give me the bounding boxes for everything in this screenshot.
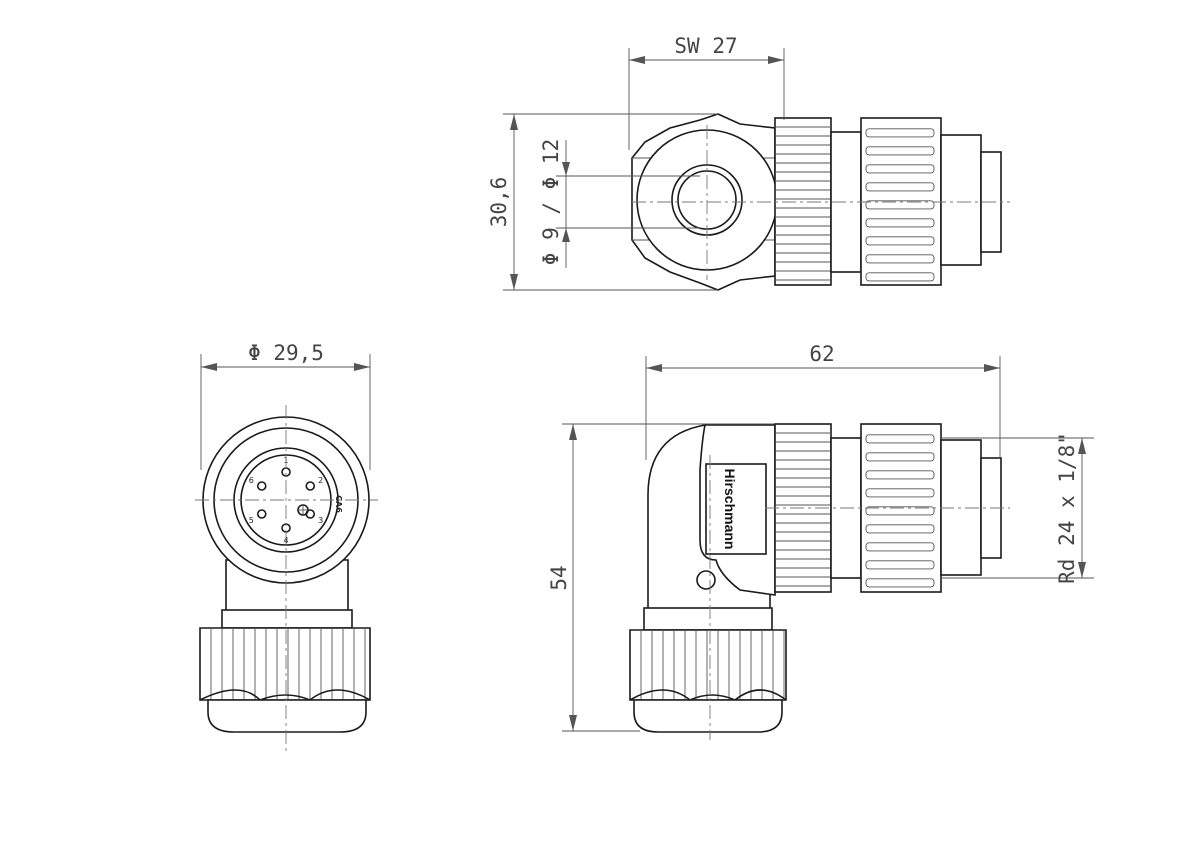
pin-number: 3 [318,516,323,525]
pin-number: 5 [249,516,254,525]
rib-slot [865,578,935,588]
side-view: Hirschmann 62 54 [547,342,1094,740]
rib-slot [865,434,935,444]
rib-slot [865,470,935,480]
front-knurled-nut [199,627,371,701]
dim-sw: SW 27 [674,34,737,58]
rib-slot [865,236,935,246]
rib-slot [865,488,935,498]
side-cable-cap [633,699,783,733]
rib-slot [865,164,935,174]
rib-slot [865,218,935,228]
rib-slot [865,146,935,156]
rib-slot [865,200,935,210]
pin-number: 6 [249,476,254,485]
dim-bore: Φ 9 / Φ 12 [539,139,563,265]
rib-slot [865,128,935,138]
brand-label: Hirschmann [722,469,738,550]
rib-slot [865,272,935,282]
knurled-ring-1 [774,117,832,286]
front-cable-cap [207,699,367,733]
rib-slot [865,560,935,570]
dim-height-side: 54 [547,565,571,590]
plug-shaft [940,134,982,266]
dim-height-top: 30,6 [487,177,511,228]
rib-slot [865,542,935,552]
rib-slot [865,524,935,534]
rib-slot [865,254,935,264]
coding-label: CA6 [334,495,343,513]
side-screw-hole [696,570,716,590]
pin-number: 2 [318,476,323,485]
rib-slot [865,452,935,462]
contact-pin [256,509,267,519]
rib-slot [865,506,935,516]
contact-pin [305,481,316,491]
rib-slot [865,182,935,192]
dim-diameter: Φ 29,5 [248,341,324,365]
dim-length: 62 [809,342,834,366]
coupling-nut [860,117,942,286]
dim-thread: Rd 24 x 1/8" [1055,432,1079,584]
brand-plate [705,463,767,555]
contact-pin [256,481,267,491]
top-view: SW 27 30,6 Φ 9 / Φ 12 [487,34,1010,291]
